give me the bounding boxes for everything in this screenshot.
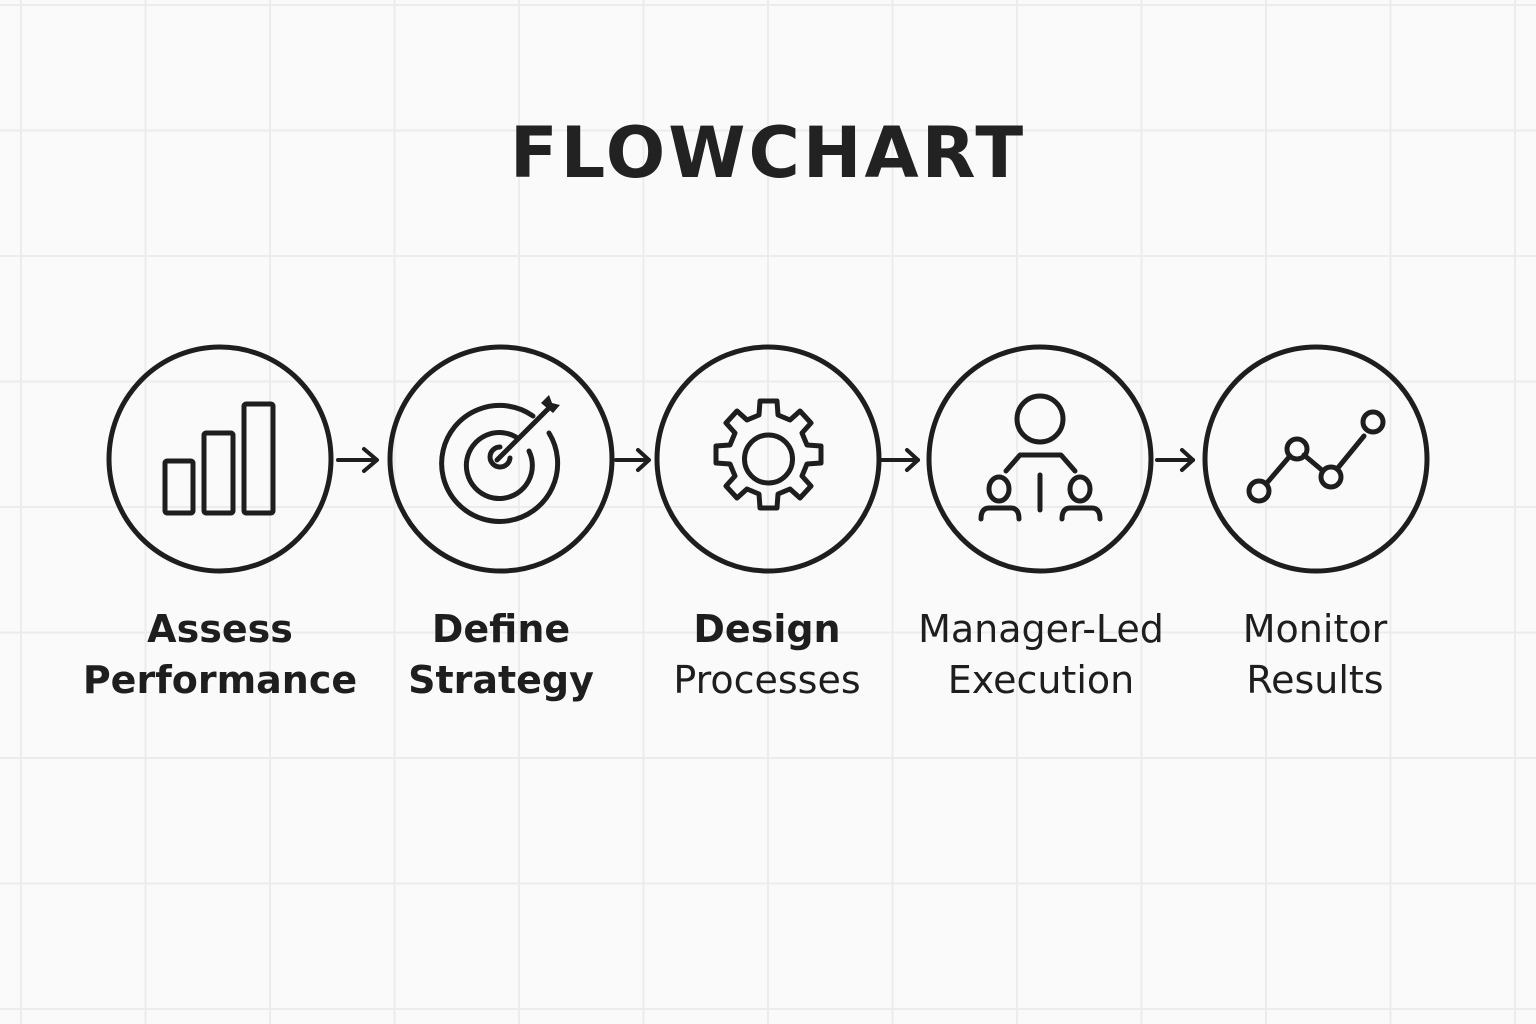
step-label-line2: Processes xyxy=(673,658,861,702)
step-label-line1: Assess xyxy=(147,607,293,651)
team-hierarchy-icon xyxy=(978,393,1103,522)
step-label-line2: Execution xyxy=(947,658,1135,702)
step-label-line1: Manager-Led xyxy=(918,607,1164,651)
step-label-line2: Performance xyxy=(82,658,358,702)
circle-frame xyxy=(387,344,615,574)
step-label-line1: Design xyxy=(693,607,841,651)
step-monitor-results xyxy=(1201,343,1431,575)
step-label-line2: Results xyxy=(1246,658,1384,702)
step-label: Define Strategy xyxy=(351,604,651,706)
bar-chart-icon xyxy=(162,401,276,516)
step-label: Design Processes xyxy=(617,604,917,706)
arrow-right-icon xyxy=(880,448,920,472)
step-design-processes xyxy=(653,343,883,575)
page-title: FLOWCHART xyxy=(509,112,1027,194)
step-define-strategy xyxy=(386,343,616,575)
circle-frame xyxy=(654,344,882,574)
arrow-right-icon xyxy=(614,448,651,472)
target-icon xyxy=(439,395,561,524)
step-label-line1: Define xyxy=(431,607,571,651)
step-label-line2: Strategy xyxy=(408,658,594,702)
gear-icon xyxy=(713,398,824,511)
circle-frame xyxy=(926,344,1154,574)
step-label-line1: Monitor xyxy=(1242,607,1388,651)
arrow-right-icon xyxy=(336,447,379,473)
circle-frame xyxy=(1202,344,1430,574)
arrow-right-icon xyxy=(1155,448,1195,472)
step-label: Manager-Led Execution xyxy=(891,604,1191,706)
step-assess-performance xyxy=(105,343,335,575)
step-label: Assess Performance xyxy=(70,604,370,706)
line-chart-icon xyxy=(1246,409,1386,504)
circle-frame xyxy=(106,344,334,574)
step-label: Monitor Results xyxy=(1165,604,1465,706)
step-manager-led-execution xyxy=(925,343,1155,575)
